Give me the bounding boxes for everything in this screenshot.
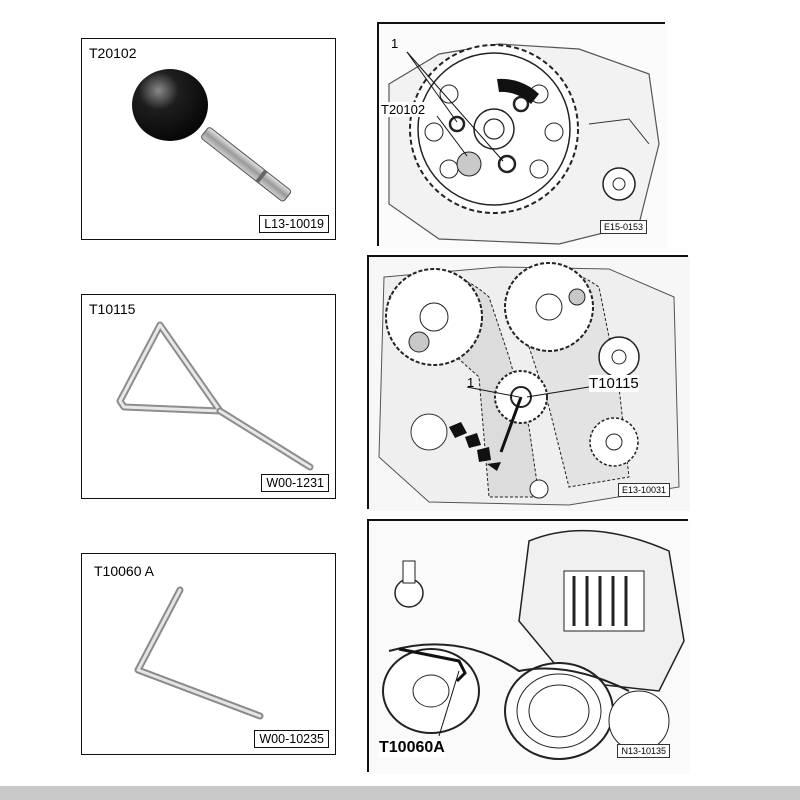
locking-pin-illustration	[132, 69, 292, 202]
callout-tool-label: T20102	[381, 102, 426, 117]
tool-name: T10115	[89, 301, 136, 317]
pin-wrench-illustration	[116, 321, 314, 471]
figure-panel-2: 1 T10115 E13-10031	[367, 255, 690, 511]
hex-key-illustration	[134, 586, 264, 720]
alternator-tensioner-drawing	[369, 521, 690, 774]
figure-panel-3: T10060A N13-10135	[367, 519, 690, 774]
tool-panel-1: T20102 L13-10019	[81, 38, 336, 240]
callout-tool-label: T10115	[589, 375, 639, 392]
tool-panel-3: T10060 A W00-10235	[81, 553, 336, 755]
callout-number: 1	[467, 375, 475, 390]
figure-panel-1: 1 T20102 E15-0153	[377, 22, 667, 248]
camshaft-sprocket-drawing	[379, 24, 667, 248]
tool-code: W00-10235	[254, 730, 329, 748]
tool-name: T20102	[89, 45, 137, 61]
figure-code: E15-0153	[599, 220, 647, 234]
callout-tool-label: T10060A	[379, 739, 445, 757]
tool-code: W00-1231	[261, 474, 329, 492]
figure-code: N13-10135	[617, 744, 670, 758]
bottom-edge-strip	[0, 786, 800, 800]
tool-panel-2: T10115 W00-1231	[81, 294, 336, 499]
tool-code: L13-10019	[259, 215, 329, 233]
callout-number: 1	[391, 36, 399, 51]
tool-name: T10060 A	[94, 563, 154, 579]
figure-code: E13-10031	[617, 483, 670, 497]
timing-belt-drawing	[369, 257, 690, 511]
